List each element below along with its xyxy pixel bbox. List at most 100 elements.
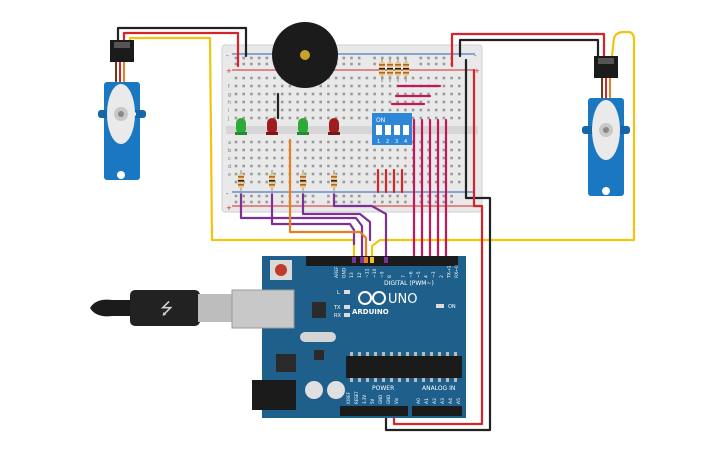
breadboard-hole[interactable] [257,172,261,176]
breadboard-hole[interactable] [327,156,330,160]
rail-hole[interactable] [357,62,361,66]
breadboard-hole[interactable] [288,108,292,112]
breadboard-hole[interactable] [427,180,430,184]
rail-hole[interactable] [296,194,299,198]
breadboard-hole[interactable] [427,76,430,80]
breadboard-hole[interactable] [288,116,292,120]
breadboard-hole[interactable] [280,156,284,160]
wires[interactable] [116,26,636,432]
rail-hole[interactable] [327,200,330,204]
breadboard-hole[interactable] [458,84,461,88]
breadboard-hole[interactable] [304,108,307,112]
breadboard-hole[interactable] [427,148,430,152]
breadboard-hole[interactable] [250,76,253,80]
breadboard-hole[interactable] [319,92,322,96]
breadboard-hole[interactable] [365,92,369,96]
breadboard-hole[interactable] [273,156,276,160]
breadboard-hole[interactable] [257,140,261,144]
breadboard-hole[interactable] [419,100,423,104]
wire-left-servo-ground[interactable] [116,26,248,58]
rail-hole[interactable] [280,194,284,198]
resistor[interactable] [387,58,393,82]
breadboard-hole[interactable] [234,156,238,160]
breadboard-hole[interactable] [257,148,261,152]
breadboard-hole[interactable] [334,92,338,96]
breadboard-hole[interactable] [434,92,438,96]
breadboard-hole[interactable] [280,84,284,88]
breadboard-hole[interactable] [250,172,253,176]
breadboard-hole[interactable] [396,108,399,112]
breadboard-hole[interactable] [357,180,361,184]
breadboard-hole[interactable] [250,116,253,120]
breadboard-hole[interactable] [350,148,353,152]
rail-hole[interactable] [450,200,453,204]
breadboard-hole[interactable] [311,100,315,104]
breadboard-hole[interactable] [373,108,376,112]
breadboard-hole[interactable] [242,76,245,80]
breadboard-hole[interactable] [311,92,315,96]
breadboard-hole[interactable] [434,140,438,144]
breadboard-hole[interactable] [404,100,407,104]
rail-hole[interactable] [311,194,315,198]
rail-hole[interactable] [373,194,376,198]
breadboard-hole[interactable] [411,108,415,112]
breadboard-hole[interactable] [434,108,438,112]
breadboard-hole[interactable] [350,92,353,96]
breadboard-hole[interactable] [319,100,322,104]
rail-hole[interactable] [442,62,446,66]
breadboard-hole[interactable] [404,108,407,112]
breadboard-hole[interactable] [234,148,238,152]
breadboard-hole[interactable] [365,84,369,88]
breadboard-hole[interactable] [434,156,438,160]
breadboard-hole[interactable] [319,156,322,160]
breadboard-hole[interactable] [396,100,399,104]
breadboard-hole[interactable] [273,116,276,120]
dip-toggle-3[interactable] [394,125,400,135]
rail-hole[interactable] [373,62,376,66]
breadboard-hole[interactable] [242,116,245,120]
header-digital-low[interactable] [394,256,458,266]
rail-hole[interactable] [242,200,245,204]
led-red-2[interactable] [328,118,340,135]
breadboard-hole[interactable] [458,172,461,176]
breadboard-hole[interactable] [250,156,253,160]
breadboard-hole[interactable] [296,140,299,144]
breadboard-hole[interactable] [334,108,338,112]
breadboard-hole[interactable] [450,148,453,152]
rail-hole[interactable] [304,194,307,198]
rail-hole[interactable] [265,200,269,204]
breadboard-hole[interactable] [334,116,338,120]
breadboard-hole[interactable] [411,100,415,104]
wire-led3[interactable] [301,192,372,242]
breadboard-hole[interactable] [311,140,315,144]
breadboard-hole[interactable] [273,92,276,96]
breadboard-hole[interactable] [296,100,299,104]
breadboard-hole[interactable] [265,116,269,120]
breadboard-hole[interactable] [242,92,245,96]
breadboard-hole[interactable] [450,180,453,184]
rail-hole[interactable] [327,194,330,198]
breadboard-hole[interactable] [257,108,261,112]
breadboard-hole[interactable] [427,116,430,120]
rail-hole[interactable] [388,200,392,204]
breadboard-hole[interactable] [327,164,330,168]
breadboard-hole[interactable] [350,76,353,80]
breadboard-hole[interactable] [450,164,453,168]
breadboard-hole[interactable] [273,108,276,112]
breadboard-hole[interactable] [427,100,430,104]
breadboard-hole[interactable] [250,108,253,112]
breadboard-hole[interactable] [265,140,269,144]
breadboard-hole[interactable] [280,148,284,152]
breadboard-hole[interactable] [450,84,453,88]
breadboard-hole[interactable] [350,140,353,144]
breadboard-hole[interactable] [373,76,376,80]
breadboard-hole[interactable] [411,116,415,120]
breadboard-hole[interactable] [234,140,238,144]
breadboard-hole[interactable] [434,180,438,184]
rail-hole[interactable] [434,62,438,66]
breadboard-hole[interactable] [242,100,245,104]
breadboard-hole[interactable] [357,100,361,104]
rail-hole[interactable] [265,194,269,198]
breadboard-hole[interactable] [280,100,284,104]
